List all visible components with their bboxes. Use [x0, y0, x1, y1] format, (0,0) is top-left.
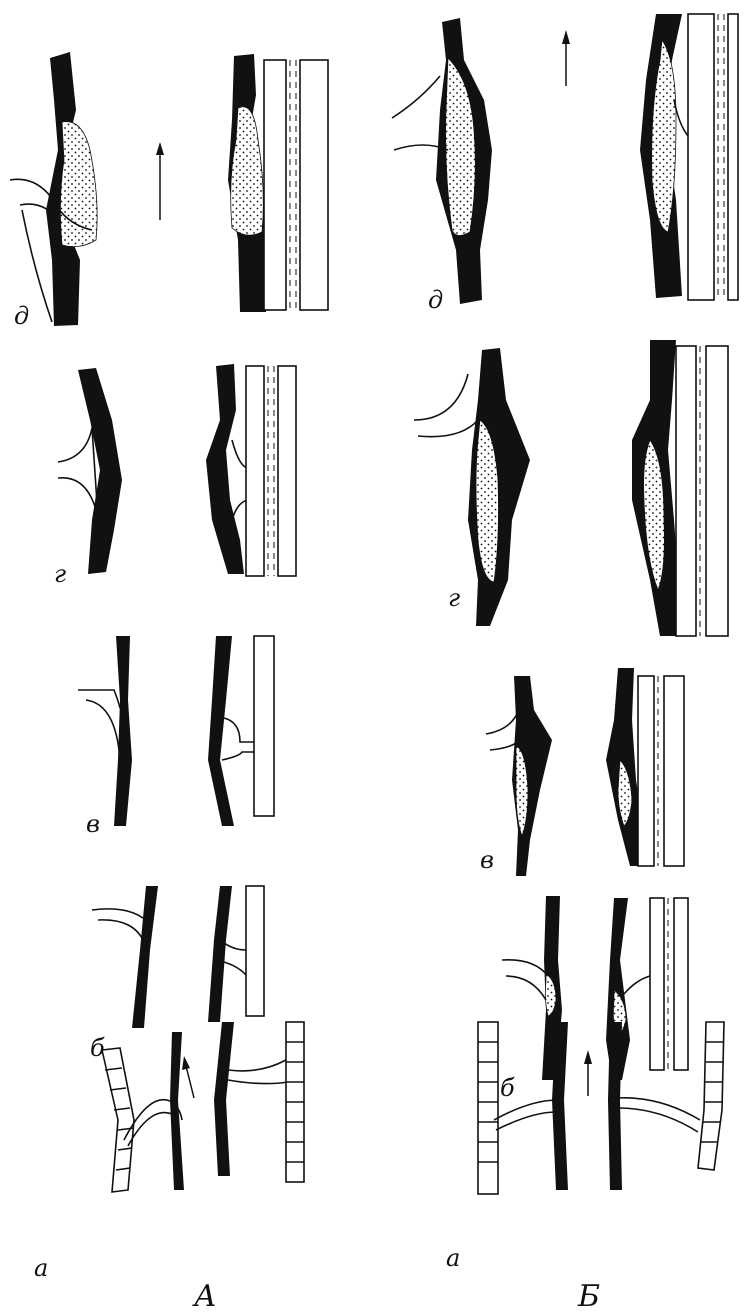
reef-wall-B-g [676, 346, 728, 636]
panel-B-d-right [640, 14, 738, 300]
panel-A-b-right [208, 886, 264, 1022]
panel-B-v-right [606, 668, 684, 866]
label-B-stage-a: а [446, 1244, 460, 1272]
growth-arrow-B-bottom [584, 1050, 592, 1096]
label-B-stage-v: в [480, 846, 494, 874]
panel-A-d-left [10, 52, 97, 326]
growth-arrow-B-top [562, 30, 570, 86]
reef-wall-A-a-right [286, 1022, 304, 1182]
reef-wall-B-a-left [478, 1022, 498, 1194]
panel-B-v-left [486, 676, 552, 876]
label-B-stage-b: б [500, 1074, 515, 1102]
panel-A-g-right [206, 364, 296, 576]
reef-wall-B-a-right [698, 1022, 724, 1170]
label-A-stage-a: а [34, 1254, 48, 1282]
reef-wall-B-d [688, 14, 738, 300]
growth-arrow-A-top [156, 142, 164, 220]
reef-wall-A-d [264, 60, 328, 310]
panel-B-b-left [502, 896, 562, 1080]
label-B-stage-d: д [428, 286, 443, 314]
panel-A-a-left [102, 1032, 184, 1192]
growth-arrow-A-bottom [182, 1056, 194, 1098]
panel-B-d-left [392, 18, 492, 304]
reef-wall-A-g [246, 366, 296, 576]
label-A-stage-b: б [90, 1034, 105, 1062]
label-column-B: Б [577, 1279, 600, 1314]
label-A-stage-g: г [54, 560, 66, 588]
reef-wall-A-a-left [102, 1048, 134, 1192]
panel-A-v-left [78, 636, 132, 826]
panel-B-g-right [632, 340, 728, 636]
panel-A-d-right [228, 54, 328, 312]
reef-wall-A-b [246, 886, 264, 1016]
panel-A-a-right [214, 1022, 304, 1182]
panel-A-v-right [208, 636, 274, 826]
panel-A-g-left [58, 368, 122, 574]
reef-wall-B-v [638, 676, 684, 866]
label-A-stage-d: д [14, 302, 29, 330]
label-A-stage-v: в [86, 810, 100, 838]
label-B-stage-g: г [448, 584, 460, 612]
label-column-A: А [192, 1279, 217, 1314]
reef-wall-A-v [254, 636, 274, 816]
panel-A-b-left [92, 886, 158, 1028]
panel-B-g-left [414, 348, 530, 626]
reef-wall-B-b [650, 898, 688, 1070]
